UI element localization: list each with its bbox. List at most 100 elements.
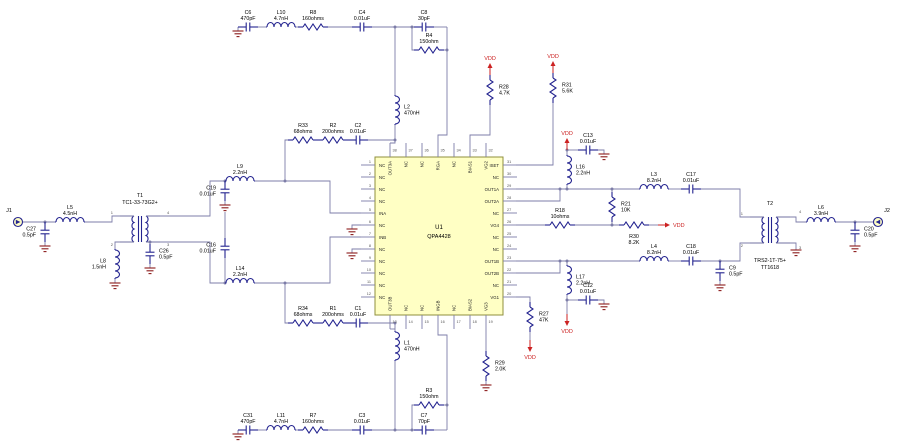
ref-label: C8 — [421, 10, 428, 16]
wire — [390, 125, 396, 144]
resistor-zigzag — [549, 221, 571, 229]
pin-number: 28 — [507, 196, 511, 200]
ref-label: T1 — [137, 193, 143, 199]
pin-number: 8 — [369, 244, 371, 248]
value-label: 0.01uF — [200, 192, 217, 198]
capacitor-C2: C20.01uF — [348, 123, 368, 145]
junction-dot — [410, 428, 414, 432]
value-label: 5.6K — [562, 89, 573, 95]
junction-dot — [393, 25, 397, 29]
pin-label: BIAS1 — [468, 160, 473, 173]
ref-label: L5 — [67, 205, 73, 211]
pin-number: 3 — [167, 242, 170, 247]
ref-label: C1 — [355, 306, 362, 312]
ground-symbol — [232, 30, 244, 38]
ref-label: C18 — [686, 244, 696, 250]
junction-dot — [445, 48, 449, 52]
value-label: 0.5pF — [864, 233, 878, 239]
pin-number: 1 — [369, 160, 371, 164]
wire — [701, 188, 750, 218]
pin-label: NC — [379, 271, 385, 276]
pin-number: 4 — [369, 196, 371, 200]
pin-label: NC — [420, 305, 425, 311]
inductor-L8: L81.5nH — [92, 249, 121, 279]
ref-label: R4 — [426, 33, 433, 39]
pin-number: 20 — [507, 292, 511, 296]
inductor-L9: L92.2nH — [225, 164, 255, 182]
value-label: 0.01uF — [683, 178, 700, 184]
component-labels: C30.01uF — [354, 413, 371, 425]
pin-label: NC — [493, 235, 499, 240]
pin-number: 32 — [489, 149, 493, 153]
vdd-label: VDD — [561, 329, 573, 335]
value-label: 150ohm — [419, 394, 439, 400]
pin-number: 4 — [167, 210, 170, 215]
value-label: 160ohms — [302, 16, 324, 22]
resistor-zigzag — [549, 77, 557, 99]
value-label: 0.01uF — [200, 249, 217, 255]
value-label: 8.2K — [629, 240, 640, 246]
inductor-coil — [566, 155, 573, 185]
pin-number: 31 — [507, 160, 511, 164]
pin-number: 2 — [111, 242, 114, 247]
pin-number: 17 — [457, 320, 461, 324]
value-label: 0.01uF — [580, 289, 597, 295]
pin-label: VG1 — [490, 295, 499, 300]
pin-label: VG2 — [484, 160, 489, 169]
pin-number: 13 — [393, 320, 397, 324]
pin-number: 10 — [367, 268, 371, 272]
ref-label: C17 — [686, 172, 696, 178]
ref-label: C26 — [159, 249, 169, 255]
component-labels: C20.01uF — [350, 123, 367, 135]
value-label: 68ohms — [294, 312, 313, 318]
ref-label: L3 — [651, 172, 657, 178]
vdd-arrow — [564, 321, 570, 326]
ref-label: R27 — [539, 312, 549, 318]
value-label: 2.2nH — [233, 170, 247, 176]
ground-symbol — [714, 284, 726, 292]
resistor-zigzag — [418, 401, 440, 409]
junction-dot — [565, 298, 569, 302]
ref-label: C20 — [864, 227, 874, 233]
wires — [22, 26, 873, 434]
value-label: 0.01uF — [683, 250, 700, 256]
pin-label: INB — [379, 235, 386, 240]
ref-label: L17 — [576, 275, 585, 281]
ground-symbol — [219, 204, 231, 212]
pin-label: NC — [452, 305, 457, 311]
junction-dot — [283, 179, 287, 183]
value-label: 4.5nH — [63, 211, 77, 217]
inductor-coil — [394, 95, 401, 125]
value-label: TRS2-1T-75+ — [754, 258, 786, 264]
capacitor-C4: C40.01uF — [352, 10, 372, 32]
vdd-arrow — [487, 63, 493, 68]
value-label: 470nH — [404, 111, 420, 117]
value-label: 2.0K — [495, 367, 506, 373]
pin-label: NC — [493, 175, 499, 180]
value-label: 150ohm — [419, 39, 439, 45]
pin-number: 29 — [507, 184, 511, 188]
